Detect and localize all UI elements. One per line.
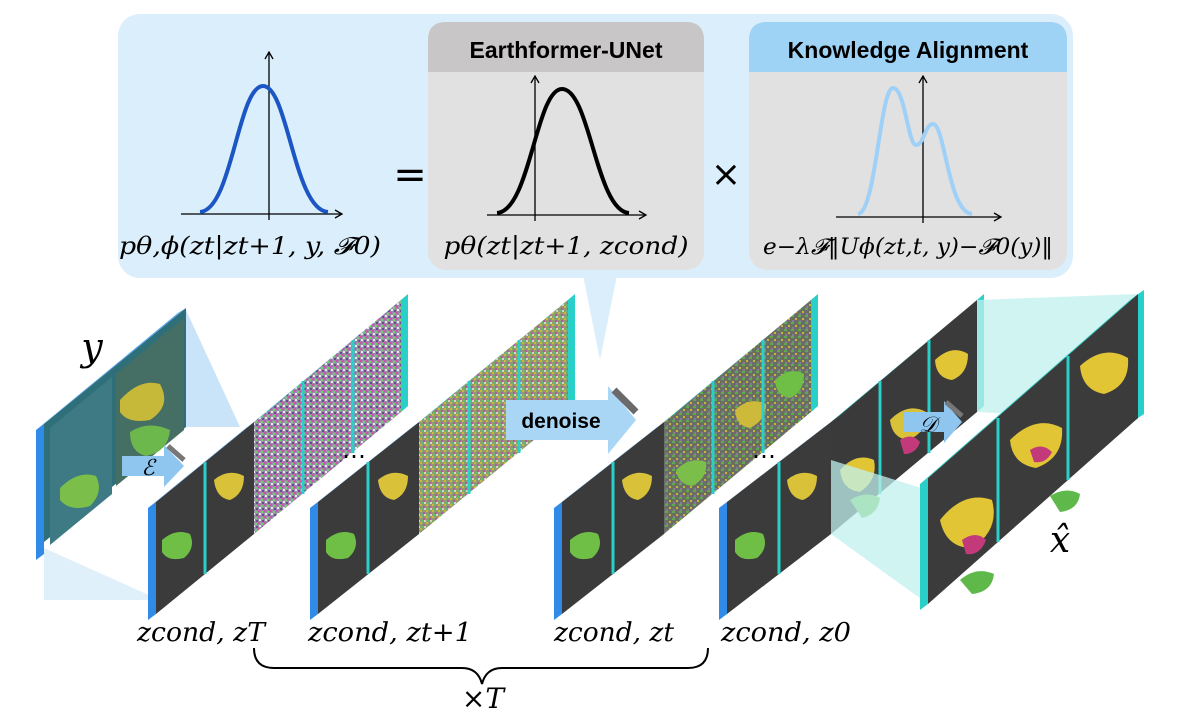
encoder-beam-lower — [44, 548, 160, 600]
ellipsis-left: … — [342, 436, 366, 464]
posterior-formula: pθ,ϕ(zt|zt+1, y, 𝓕0) — [119, 232, 381, 261]
alignment-formula: e−λ𝓕‖Uϕ(zt,t, y)−𝓕0(y)‖ — [763, 235, 1053, 260]
decoder-arrow — [904, 400, 964, 443]
latent-stack-t — [554, 294, 818, 620]
state-label-T: zcond, zT — [136, 618, 267, 648]
posterior-curve — [199, 83, 329, 214]
denoise-label: denoise — [521, 410, 600, 433]
denoise-arrow[interactable] — [506, 386, 639, 454]
times-sign: × — [711, 154, 741, 195]
prior-plot — [487, 74, 648, 221]
state-label-t: zcond, zt — [553, 618, 675, 648]
prediction-label: x̂ — [1050, 520, 1070, 561]
alignment-plot — [836, 74, 1003, 223]
observation-label: y — [79, 325, 103, 369]
posterior-plot — [181, 50, 344, 220]
decoder-symbol: 𝒟 — [919, 413, 941, 438]
decoder-beam-lower — [831, 460, 928, 604]
prior-curve — [496, 86, 630, 215]
alignment-curve — [856, 85, 973, 216]
repeat-label: ×T — [462, 682, 506, 715]
observation-stack — [36, 308, 186, 560]
panel-pointer — [583, 275, 617, 360]
encoder-beam — [186, 310, 240, 427]
earthformer-title: Earthformer-UNet — [470, 37, 663, 63]
latent-stack-t-plus-1 — [310, 294, 575, 620]
ellipsis-right: … — [752, 436, 776, 464]
knowledge-card — [749, 22, 1067, 270]
encoder-symbol: ℰ — [141, 456, 157, 481]
knowledge-title: Knowledge Alignment — [788, 37, 1029, 63]
latent-stack-T — [148, 294, 408, 620]
earthformer-card — [428, 22, 704, 270]
prediction-stack — [920, 290, 1144, 610]
repeat-bracket — [253, 647, 709, 685]
equals-sign: = — [393, 152, 427, 198]
encoder-arrow — [122, 444, 186, 487]
state-label-t-plus-1: zcond, zt+1 — [307, 618, 472, 648]
state-label-0: zcond, z0 — [720, 618, 851, 648]
prior-formula: pθ(zt|zt+1, zcond) — [444, 232, 689, 261]
